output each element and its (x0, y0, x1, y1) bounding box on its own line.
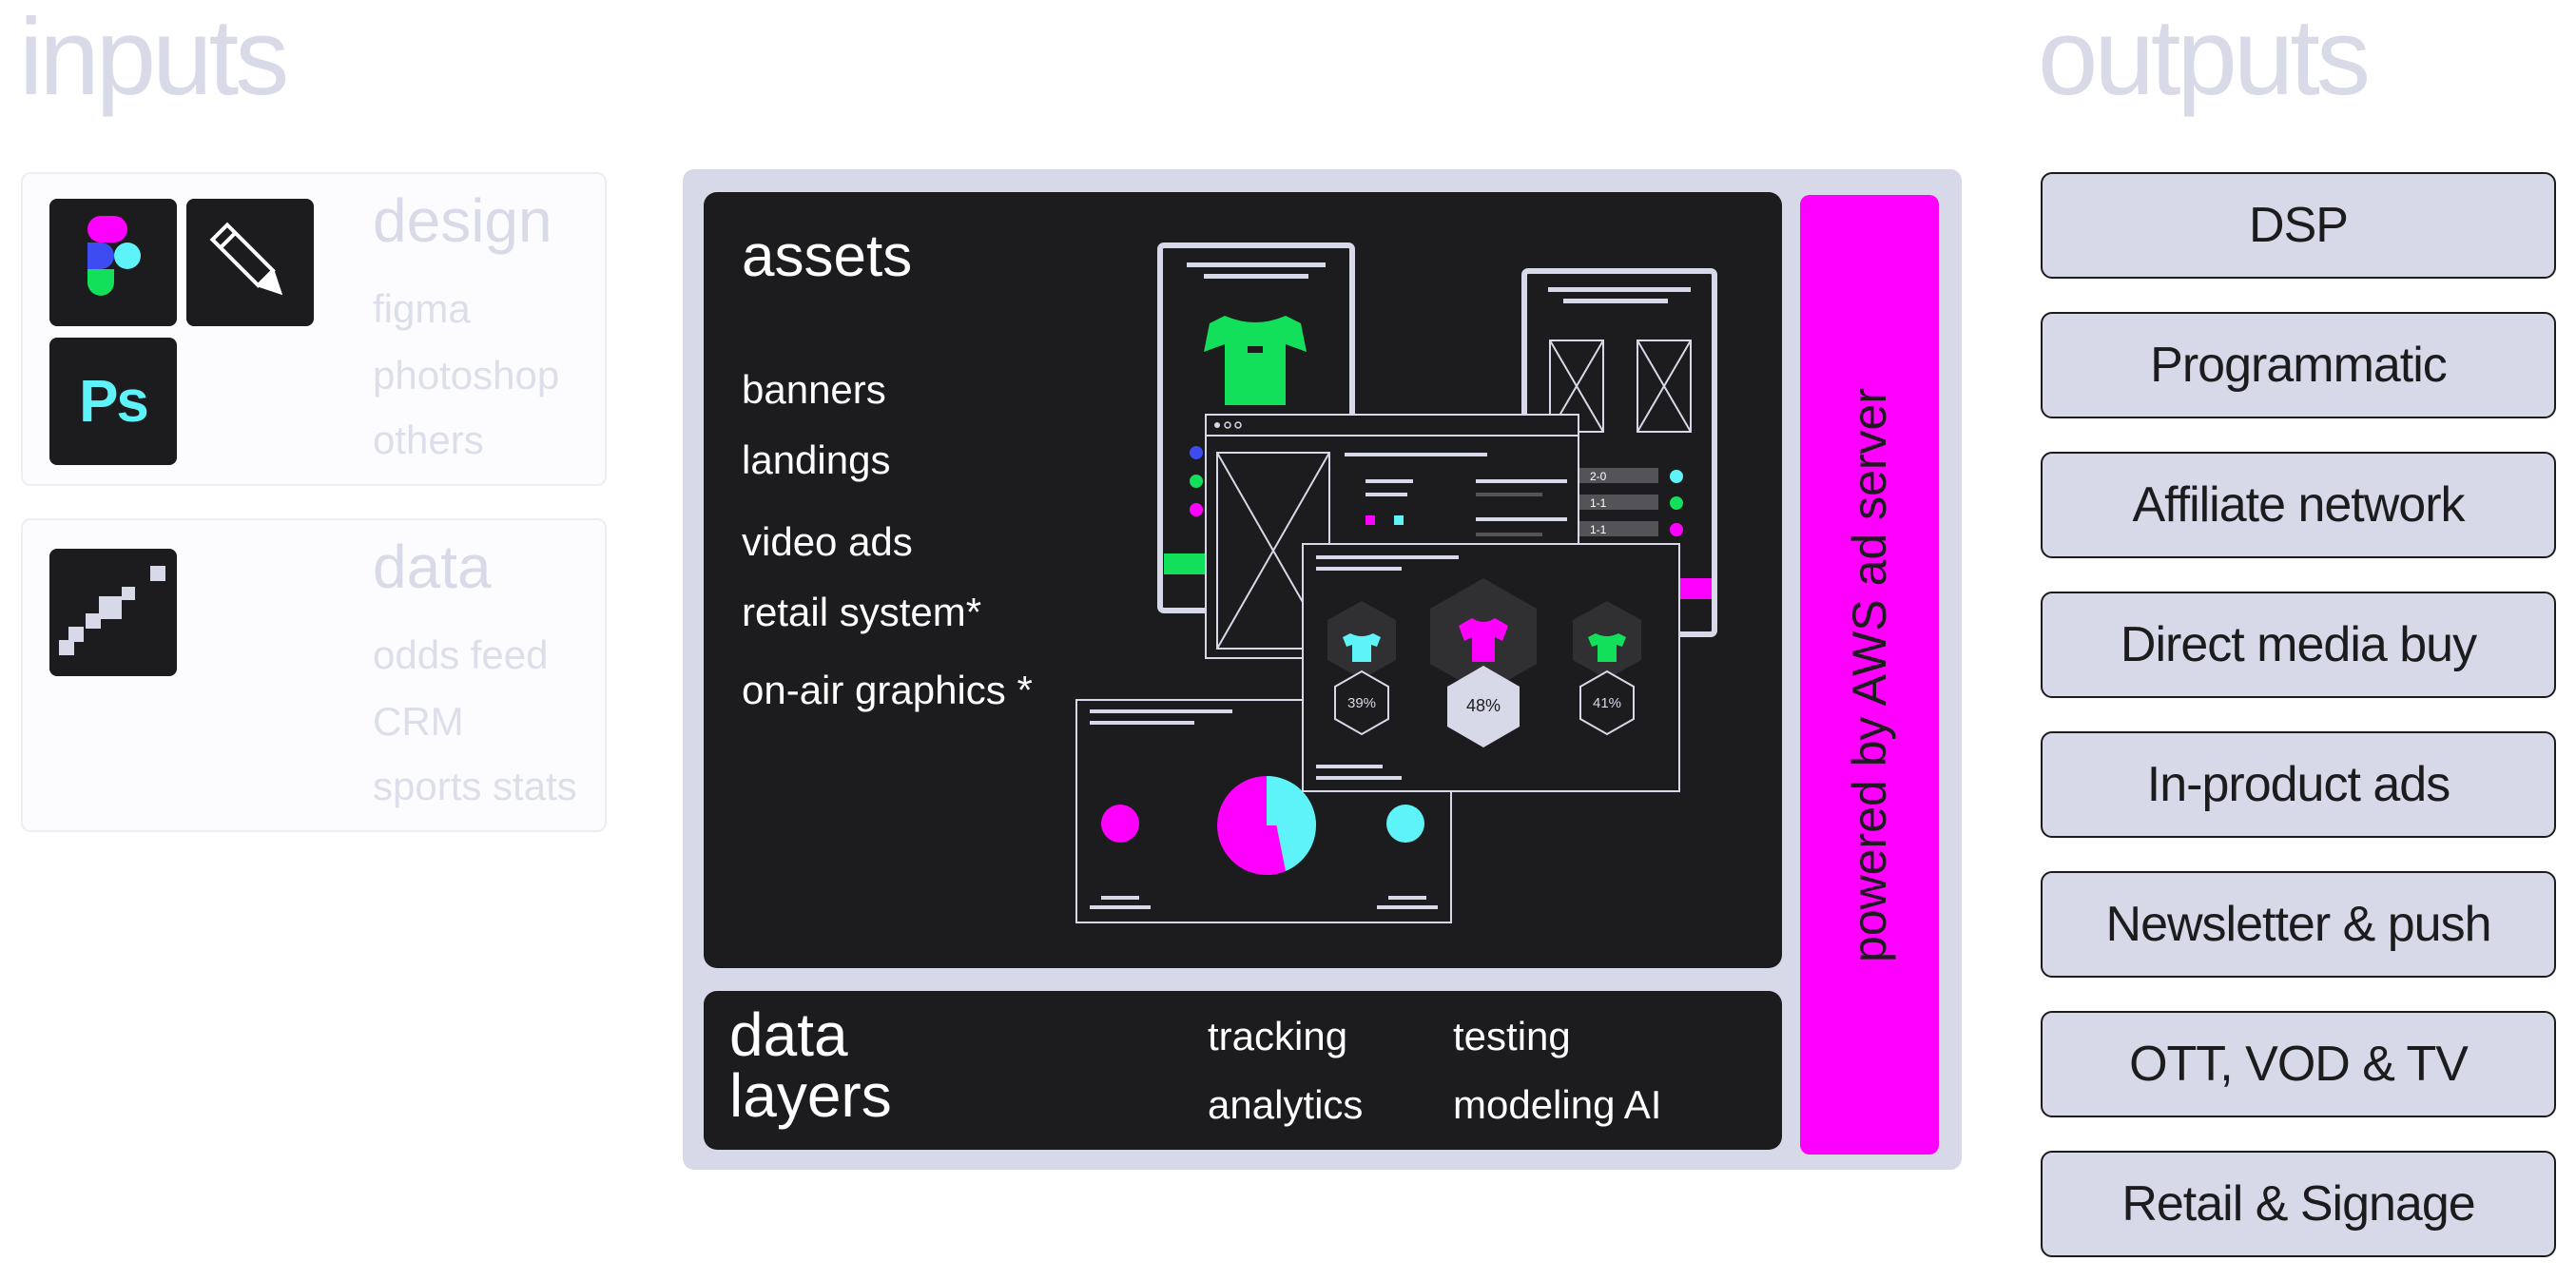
assets-mockup-illustration: 2-0 1-1 1-1 (1075, 243, 1717, 923)
design-item-photoshop: photoshop (373, 353, 560, 398)
output-in-product-ads[interactable]: In-product ads (2041, 731, 2556, 838)
asset-item-banners: banners (742, 367, 886, 412)
output-affiliate-network[interactable]: Affiliate network (2041, 452, 2556, 558)
data-item-sports-stats: sports stats (373, 764, 577, 808)
figma-icon (49, 199, 177, 326)
data-title: data (373, 533, 492, 601)
asset-item-retail-system: retail system* (742, 590, 982, 634)
asset-item-video-ads: video ads (742, 519, 913, 564)
asset-item-on-air-graphics: on-air graphics * (742, 668, 1033, 712)
layer-item-analytics: analytics (1208, 1082, 1364, 1127)
score-row-3: 1-1 (1590, 523, 1607, 536)
data-layers-title-line1: data (729, 1000, 848, 1069)
output-dsp[interactable]: DSP (2041, 172, 2556, 279)
output-retail-signage[interactable]: Retail & Signage (2041, 1151, 2556, 1257)
layer-item-testing: testing (1453, 1014, 1571, 1058)
photoshop-label: Ps (79, 368, 149, 435)
photoshop-icon: Ps (49, 338, 177, 465)
score-row-2: 1-1 (1590, 496, 1607, 510)
aws-ad-server-bar: powered by AWS ad server (1800, 195, 1939, 1155)
output-ott-vod-tv[interactable]: OTT, VOD & TV (2041, 1011, 2556, 1117)
design-item-figma: figma (373, 286, 471, 331)
output-programmatic[interactable]: Programmatic (2041, 312, 2556, 418)
outputs-heading: outputs (2038, 0, 2371, 118)
data-layers-title-line2: layers (729, 1061, 892, 1130)
design-item-others: others (373, 417, 484, 462)
design-input-card: Ps design figma photoshop others (21, 172, 607, 486)
vote-percent-center: 48% (1466, 696, 1501, 715)
inputs-heading: inputs (19, 0, 289, 118)
asset-item-landings: landings (742, 437, 891, 482)
data-layers-title: data layers (729, 1004, 892, 1126)
aws-ad-server-label: powered by AWS ad server (1843, 387, 1896, 962)
score-row-1: 2-0 (1590, 470, 1607, 483)
layer-item-tracking: tracking (1208, 1014, 1348, 1058)
data-item-odds-feed: odds feed (373, 632, 549, 677)
assets-title: assets (742, 223, 913, 289)
layer-item-modeling-ai: modeling AI (1453, 1082, 1662, 1127)
design-title: design (373, 186, 552, 255)
data-input-card: data odds feed CRM sports stats (21, 518, 607, 832)
pencil-icon (186, 199, 314, 326)
voting-card-mockup: 39% 48% 41% (1302, 543, 1680, 792)
data-layers-panel (704, 991, 1782, 1150)
output-direct-media-buy[interactable]: Direct media buy (2041, 592, 2556, 698)
vote-percent-left: 39% (1347, 695, 1376, 711)
output-newsletter-push[interactable]: Newsletter & push (2041, 871, 2556, 978)
data-feed-icon (49, 549, 177, 676)
data-item-crm: CRM (373, 699, 464, 744)
vote-percent-right: 41% (1593, 695, 1621, 711)
